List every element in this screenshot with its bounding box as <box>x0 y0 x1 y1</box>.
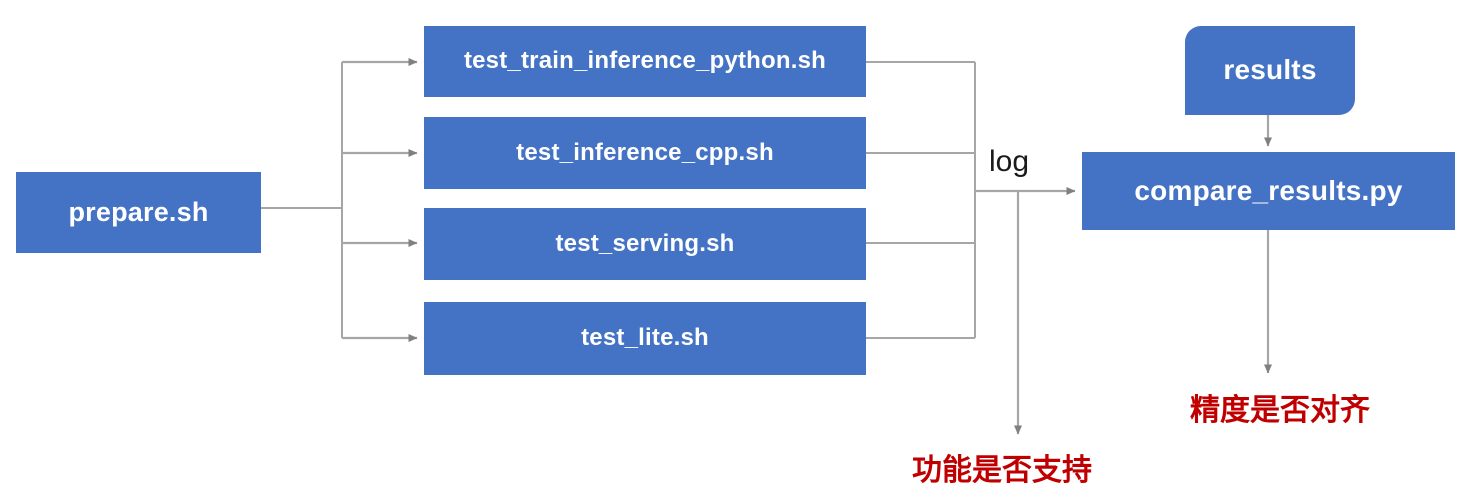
node-test-train-inference-python-sh[interactable]: test_train_inference_python.sh <box>424 26 866 97</box>
node-test-lite-sh[interactable]: test_lite.sh <box>424 302 866 375</box>
annotation-accuracy-aligned: 精度是否对齐 <box>1190 393 1370 428</box>
node-test-lite-sh-label: test_lite.sh <box>581 324 709 352</box>
node-test-inference-cpp-sh-label: test_inference_cpp.sh <box>516 138 774 166</box>
edge-label-log: log <box>989 145 1030 178</box>
node-test-train-inference-python-sh-label: test_train_inference_python.sh <box>463 47 827 75</box>
node-compare-results-py-label: compare_results.py <box>1134 174 1403 206</box>
node-results-label: results <box>1223 54 1317 86</box>
node-results[interactable]: results <box>1185 26 1355 115</box>
node-test-inference-cpp-sh[interactable]: test_inference_cpp.sh <box>424 117 866 189</box>
node-test-serving-sh-label: test_serving.sh <box>555 229 735 257</box>
node-compare-results-py[interactable]: compare_results.py <box>1082 152 1455 230</box>
annotation-function-supported: 功能是否支持 <box>912 453 1092 488</box>
node-prepare-sh[interactable]: prepare.sh <box>16 172 261 253</box>
node-test-serving-sh[interactable]: test_serving.sh <box>424 208 866 280</box>
node-prepare-sh-label: prepare.sh <box>68 196 209 227</box>
